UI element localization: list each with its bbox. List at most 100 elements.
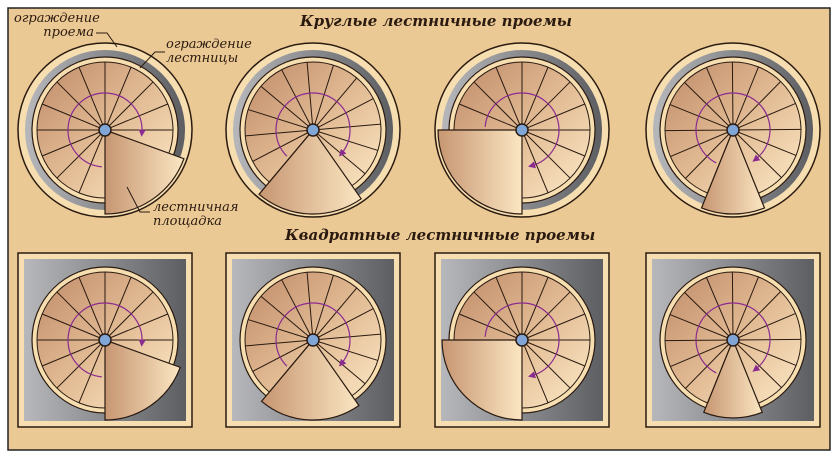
landing-platform	[441, 339, 523, 421]
step-edge	[312, 77, 358, 131]
step-edge	[104, 103, 169, 131]
step-edge	[41, 313, 106, 341]
step-edge	[458, 103, 523, 131]
label-line: площадка	[153, 214, 222, 229]
label-line: ограждение	[14, 11, 100, 26]
step-edge	[473, 81, 523, 131]
step-edge	[521, 313, 586, 341]
step-edge	[104, 291, 154, 341]
center-pole	[306, 333, 320, 347]
direction-arrow	[67, 302, 146, 378]
step-edge	[312, 308, 374, 341]
leader-line	[96, 32, 118, 48]
step-edge	[41, 129, 106, 157]
step-edge	[732, 338, 802, 341]
landing-platform	[702, 338, 764, 419]
center-pole	[98, 123, 112, 137]
step-edge	[732, 312, 796, 341]
step-edge	[41, 103, 106, 131]
label-line: ограждение	[166, 37, 252, 52]
square-stair-opening	[225, 252, 401, 428]
square-stair-opening	[17, 252, 193, 428]
step-edge	[78, 66, 106, 131]
step-edge	[684, 129, 734, 179]
step-edge	[104, 81, 154, 131]
step-edge	[247, 319, 314, 341]
step-edge	[707, 339, 734, 404]
landing-platform	[258, 129, 363, 215]
label-line: проема	[43, 25, 94, 40]
step-edge	[56, 291, 106, 341]
step-edge	[252, 339, 314, 372]
landing-platform	[437, 129, 523, 215]
label-line: лестницы	[166, 51, 239, 66]
direction-arrow	[484, 92, 560, 169]
step-edge	[732, 128, 802, 131]
step-edge	[705, 277, 734, 341]
round-stair-opening	[645, 42, 821, 218]
step-edge	[707, 129, 734, 194]
step-edge	[104, 276, 132, 341]
step-edge	[104, 313, 169, 341]
step-edge	[281, 69, 314, 131]
step-edge	[78, 129, 106, 194]
step-edge	[245, 339, 314, 347]
step-edge	[521, 339, 571, 389]
landing-platform	[260, 339, 360, 421]
step-edge	[670, 339, 734, 368]
center-pole	[726, 123, 740, 137]
step-edge	[245, 129, 314, 137]
leader-line	[139, 51, 165, 69]
step-edge	[684, 291, 734, 341]
step-edge	[732, 81, 782, 131]
step-edge	[78, 276, 106, 341]
step-edge	[247, 109, 314, 131]
step-edge	[731, 61, 734, 131]
step-edge	[458, 313, 523, 341]
step-edge	[732, 339, 782, 389]
step-edge	[521, 339, 586, 367]
step-edge	[664, 129, 734, 132]
step-edge	[521, 129, 586, 157]
step-edge	[670, 129, 734, 158]
direction-arrow	[484, 302, 560, 379]
direction-arrow	[695, 302, 771, 374]
step-edge	[252, 129, 314, 162]
step-edge	[521, 276, 549, 341]
center-pole	[306, 123, 320, 137]
step-edge	[56, 339, 106, 389]
step-edge	[732, 276, 759, 341]
step-edge	[78, 339, 106, 404]
round-stair-opening	[434, 42, 610, 218]
step-edge	[705, 67, 734, 131]
step-edge	[732, 129, 782, 179]
step-edge	[41, 339, 106, 367]
step-edge	[312, 123, 381, 131]
step-edge	[684, 81, 734, 131]
landing-platform	[700, 128, 766, 215]
square-stair-opening	[434, 252, 610, 428]
step-edge	[732, 339, 797, 366]
step-edge	[268, 339, 314, 393]
step-edge	[312, 339, 379, 361]
step-edge	[312, 333, 381, 341]
step-edge	[495, 66, 523, 131]
step-edge	[104, 66, 132, 131]
step-edge	[732, 66, 759, 131]
step-edge	[281, 279, 314, 341]
step-edge	[664, 339, 734, 342]
round-stair-opening	[17, 42, 193, 218]
step-edge	[268, 129, 314, 183]
center-pole	[726, 333, 740, 347]
step-edge	[56, 129, 106, 179]
step-edge	[260, 295, 314, 341]
step-edge	[260, 85, 314, 131]
step-edge	[732, 291, 782, 341]
step-edge	[473, 291, 523, 341]
landing-label: лестничная площадка	[153, 201, 239, 229]
round-openings-title: Круглые лестничные проемы	[300, 12, 573, 30]
leader-line	[126, 186, 150, 213]
step-edge	[732, 129, 797, 156]
direction-arrow	[275, 302, 351, 367]
